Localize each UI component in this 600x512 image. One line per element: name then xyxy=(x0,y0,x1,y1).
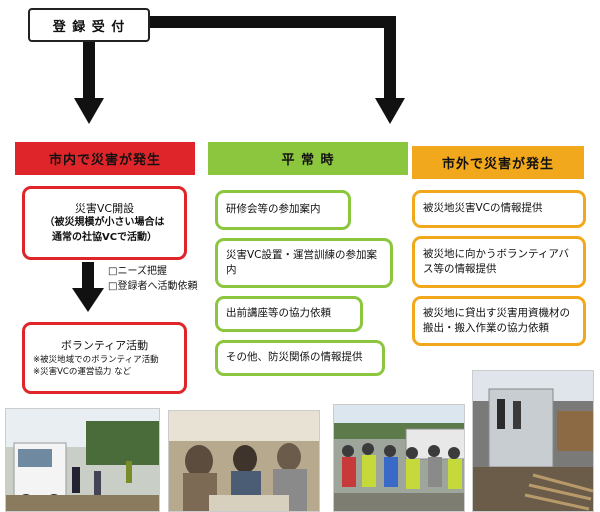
volunteer-box: ボランティア活動 ※被災地域でのボランティア活動 ※災害VCの運営協力 など xyxy=(22,322,187,394)
arrow-to-city-head xyxy=(74,98,104,124)
volunteer-item-1: ※被災地域でのボランティア活動 xyxy=(33,354,159,365)
header-city-disaster: 市内で災害が発生 xyxy=(15,142,195,175)
arrow-to-city-line xyxy=(83,42,95,100)
normal-item-lecture: 出前講座等の協力依頼 xyxy=(215,296,363,332)
volunteer-item-2: ※災害VCの運営協力 など xyxy=(33,366,132,377)
volunteer-title: ボランティア活動 xyxy=(60,338,149,352)
normal-item-drill: 災害VC設置・運営訓練の参加案内 xyxy=(215,238,393,288)
arrow-horizontal-line xyxy=(150,16,396,28)
header-outside-disaster: 市外で災害が発生 xyxy=(412,146,584,179)
header-normal-times: 平 常 時 xyxy=(208,142,408,175)
outside-item-vc-info: 被災地災害VCの情報提供 xyxy=(412,190,586,228)
arrow-to-normal-head xyxy=(375,98,405,124)
checklist-item-needs: □ニーズ把握 xyxy=(108,266,167,277)
photo-equipment-loading xyxy=(472,370,594,512)
checklist-item-request: □登録者へ活動依頼 xyxy=(108,281,198,292)
arrow-to-volunteer-line xyxy=(82,262,94,290)
photo-volunteer-group xyxy=(333,404,465,512)
arrow-to-normal-line xyxy=(384,16,396,100)
normal-item-training: 研修会等の参加案内 xyxy=(215,190,351,230)
registration-label: 登 録 受 付 xyxy=(52,19,126,35)
outside-item-equipment: 被災地に貸出す災害用資機材の搬出・搬入作業の協力依頼 xyxy=(412,296,586,346)
vc-open-note-1: （被災規模が小さい場合は xyxy=(44,217,165,229)
photo-meeting xyxy=(168,410,320,512)
checklist: □ニーズ把握 □登録者へ活動依頼 xyxy=(108,264,197,294)
photo-disaster-site xyxy=(5,408,160,512)
vc-open-title: 災害VC開設 xyxy=(74,201,135,215)
registration-box: 登 録 受 付 xyxy=(28,8,150,42)
normal-item-info: その他、防災関係の情報提供 xyxy=(215,340,385,376)
vc-open-box: 災害VC開設 （被災規模が小さい場合は 通常の社協VCで活動） xyxy=(22,186,187,260)
outside-item-bus-info: 被災地に向かうボランティアバス等の情報提供 xyxy=(412,236,586,288)
arrow-to-volunteer-head xyxy=(72,288,104,312)
vc-open-note-2: 通常の社協VCで活動） xyxy=(51,231,158,243)
